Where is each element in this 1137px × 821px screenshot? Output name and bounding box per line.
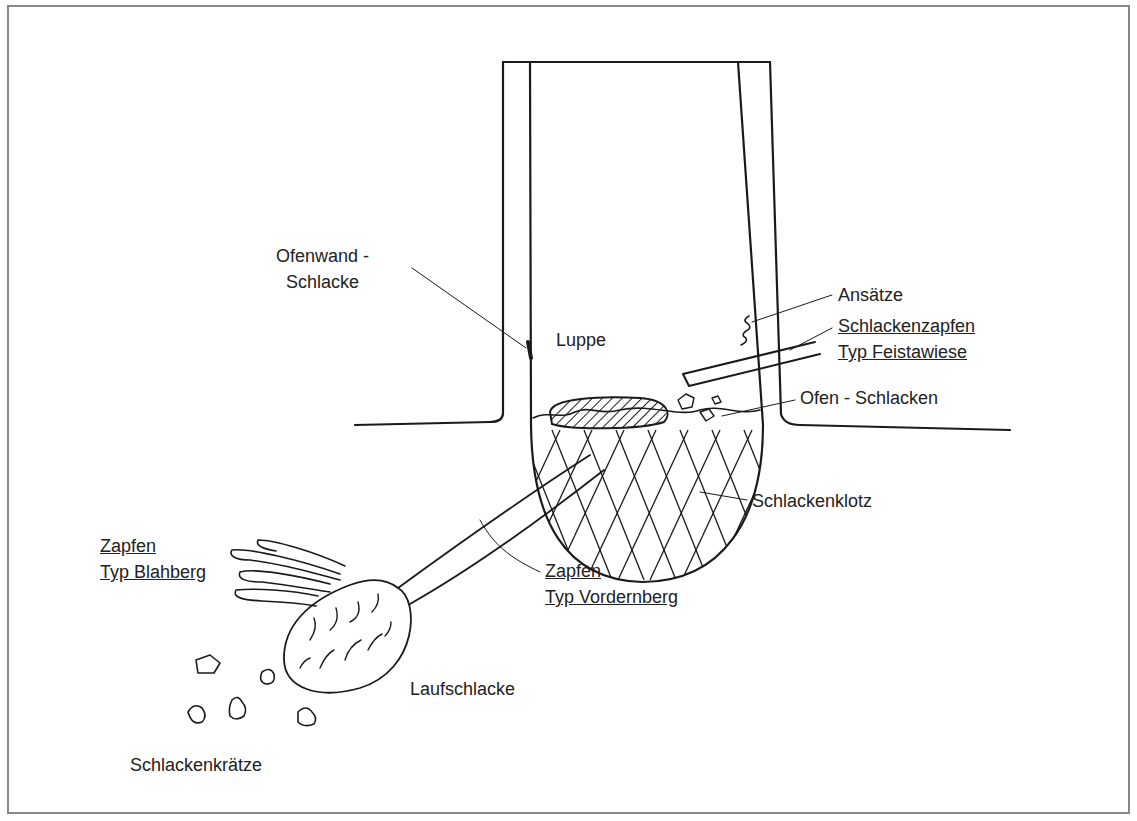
scraping — [188, 706, 205, 723]
furnace-shaft — [530, 62, 763, 582]
hatch-stroke — [554, 430, 624, 580]
tuyere — [683, 342, 820, 386]
run-slag — [284, 580, 411, 692]
furnace-left-outer — [355, 62, 503, 425]
scraping — [261, 669, 275, 684]
part-label: Luppe — [556, 327, 606, 353]
hatch-stroke — [586, 430, 656, 580]
leader-line — [412, 268, 526, 348]
finger — [235, 589, 318, 606]
frame — [8, 6, 1129, 813]
hatch-stroke — [490, 430, 560, 580]
scraping — [229, 697, 245, 719]
label-line: Schlackenklotz — [752, 488, 872, 514]
part-label: Schlackenkrätze — [130, 752, 262, 778]
label-line: Luppe — [556, 327, 606, 353]
label-line: Ansätze — [838, 282, 903, 308]
furnace-slags — [678, 394, 721, 421]
label-line: Laufschlacke — [410, 676, 515, 702]
tap-flow — [398, 455, 604, 604]
ansaetze — [741, 316, 750, 345]
label-line: Zapfen — [545, 558, 678, 584]
label-line: Typ Feistawiese — [838, 339, 975, 365]
label-line: Schlackenzapfen — [838, 313, 975, 339]
leader-line — [722, 400, 795, 416]
label-line: Ofen - Schlacken — [800, 385, 938, 411]
part-label: Zapfen Typ Vordernberg — [545, 558, 678, 610]
part-label: Schlackenklotz — [752, 488, 872, 514]
part-label: Ofenwand - Schlacke — [276, 243, 369, 295]
hatch-stroke — [682, 430, 752, 580]
label-line: Ofenwand - — [276, 243, 369, 269]
wall-slag — [528, 342, 531, 358]
label-line: Typ Blahberg — [100, 559, 206, 585]
bloom — [550, 397, 668, 428]
finger — [231, 550, 340, 580]
furnace-top — [503, 61, 770, 63]
furnace-right-outer — [770, 62, 1010, 430]
part-label: Zapfen Typ Blahberg — [100, 533, 206, 585]
part-label: Ofen - Schlacken — [800, 385, 938, 411]
leader-line — [790, 328, 832, 350]
hatch-stroke — [650, 430, 720, 580]
part-label: Laufschlacke — [410, 676, 515, 702]
leader-line — [752, 295, 832, 322]
scraping — [298, 708, 316, 726]
leader-line — [480, 520, 540, 572]
hatch-stroke — [618, 430, 688, 580]
hatch-stroke — [522, 430, 592, 580]
scraping — [196, 655, 220, 673]
label-line: Typ Vordernberg — [545, 584, 678, 610]
finger — [257, 540, 345, 566]
part-label: Ansätze — [838, 282, 903, 308]
label-line: Zapfen — [100, 533, 206, 559]
label-line: Schlacke — [276, 269, 369, 295]
part-label: Schlackenzapfen Typ Feistawiese — [838, 313, 975, 365]
label-line: Schlackenkrätze — [130, 752, 262, 778]
